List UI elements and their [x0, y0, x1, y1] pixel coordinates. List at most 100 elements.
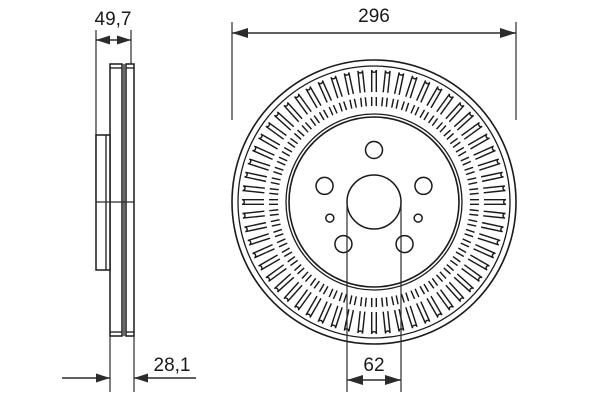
cooling-vane-wall — [461, 166, 489, 177]
center-bore-hole — [346, 174, 402, 230]
thickness-arrow-left — [96, 373, 110, 383]
cooling-vane-slot — [486, 158, 501, 169]
cooling-vane-wall — [453, 244, 479, 261]
cooling-vane-slot — [383, 320, 391, 334]
cooling-vane-wall — [292, 114, 312, 137]
cooling-vane-slot — [258, 133, 273, 146]
disc-body — [231, 59, 517, 345]
cooling-vane-wall — [315, 97, 332, 123]
cooling-vane-wall — [295, 270, 316, 293]
cooling-vane-wall — [442, 260, 465, 281]
overall-height-arrow-right — [117, 35, 131, 45]
lug-bolt-hole — [414, 176, 433, 196]
cooling-vane-wall — [408, 92, 421, 119]
outer-diameter-label: 296 — [358, 6, 390, 27]
cooling-vane-wall — [292, 267, 312, 290]
cooling-vane-slot — [247, 235, 262, 246]
cooling-vane-wall — [346, 85, 354, 114]
cooling-vane-wall — [463, 178, 492, 187]
cooling-vane-wall — [385, 292, 390, 321]
friction-ring-inboard-plate — [109, 63, 123, 337]
cooling-vane-wall — [311, 279, 328, 305]
cooling-vane-wall — [453, 143, 479, 160]
cooling-vane-wall — [439, 264, 462, 284]
cooling-vane-wall — [385, 83, 390, 112]
cooling-vane-wall — [399, 289, 410, 317]
cooling-vane-wall — [459, 162, 487, 173]
cooling-vane-wall — [394, 290, 402, 319]
cooling-vane-slot — [419, 309, 431, 324]
cooling-vane-wall — [350, 291, 359, 320]
cooling-vane-slot — [293, 93, 307, 108]
cooling-vane-wall — [275, 133, 300, 151]
cooling-vane-wall — [455, 240, 483, 254]
cooling-vane-wall — [442, 123, 465, 144]
cooling-vane-group — [241, 69, 507, 335]
cooling-vane-slot — [283, 288, 297, 303]
cooling-vane-wall — [259, 227, 287, 238]
cooling-vane-wall — [389, 291, 398, 320]
cooling-vane-wall — [380, 292, 385, 321]
cooling-vane-wall — [257, 174, 286, 182]
bore-arrow-right — [385, 375, 401, 385]
cooling-vane-wall — [432, 270, 453, 293]
cooling-vane-wall — [464, 191, 493, 196]
overall-height-label: 49,7 — [95, 9, 132, 30]
cooling-vane-wall — [412, 93, 426, 121]
cooling-vane-slot — [252, 247, 267, 259]
cooling-vane-wall — [269, 244, 295, 261]
cooling-vane-slot — [430, 303, 443, 318]
cooling-vane-slot — [489, 171, 504, 181]
cooling-vane-wall — [265, 240, 293, 254]
cooling-vane-wall — [462, 222, 491, 230]
cooling-vane-wall — [403, 89, 414, 117]
vane-band-outer-circle — [237, 65, 511, 339]
cooling-vane-slot — [247, 158, 262, 169]
cooling-vane-slot — [370, 69, 378, 83]
cooling-vane-wall — [327, 92, 340, 119]
cooling-vane-wall — [278, 129, 303, 148]
lug-bolt-hole — [334, 234, 353, 254]
cooling-vane-slot — [330, 314, 341, 329]
cooling-vane-wall — [461, 227, 489, 238]
cooling-vane-slot — [241, 198, 255, 206]
cooling-vane-wall — [416, 281, 433, 307]
cooling-vane-wall — [464, 208, 493, 213]
center-bore-label: 62 — [363, 355, 384, 376]
cooling-vane-wall — [295, 111, 316, 134]
cooling-vane-wall — [363, 292, 368, 321]
cooling-vane-slot — [430, 86, 443, 101]
cooling-vane-slot — [283, 101, 297, 116]
cooling-vane-slot — [481, 145, 496, 157]
cooling-vane-slot — [317, 80, 329, 95]
cooling-vane-wall — [350, 84, 359, 113]
cooling-vane-wall — [455, 150, 483, 164]
cooling-vane-wall — [436, 114, 456, 137]
lug-bolt-hole — [364, 140, 384, 160]
cooling-vane-wall — [457, 155, 484, 168]
cooling-vane-slot — [489, 223, 504, 233]
cooling-vane-wall — [283, 260, 306, 281]
cooling-vane-wall — [380, 83, 385, 112]
cooling-vane-wall — [269, 143, 295, 160]
cooling-vane-wall — [256, 178, 285, 187]
cooling-vane-slot — [441, 296, 455, 311]
lug-bolt-hole — [395, 234, 414, 254]
cooling-vane-wall — [311, 99, 328, 125]
cooling-vane-slot — [305, 86, 318, 101]
cooling-vane-wall — [420, 279, 437, 305]
cooling-vane-slot — [265, 269, 280, 283]
cooling-vane-slot — [265, 121, 280, 135]
cooling-vane-wall — [338, 87, 349, 115]
lug-bolt-hole — [315, 176, 334, 196]
cooling-vane-wall — [256, 217, 285, 226]
cooling-vane-wall — [358, 292, 363, 321]
cooling-vane-wall — [408, 285, 421, 312]
cooling-vane-wall — [432, 111, 453, 134]
cooling-vane-slot — [370, 321, 378, 335]
outer-dia-arrow-right — [500, 28, 516, 38]
cooling-vane-slot — [242, 185, 256, 193]
cooling-vane-wall — [464, 186, 493, 191]
cooling-vane-slot — [357, 320, 365, 334]
